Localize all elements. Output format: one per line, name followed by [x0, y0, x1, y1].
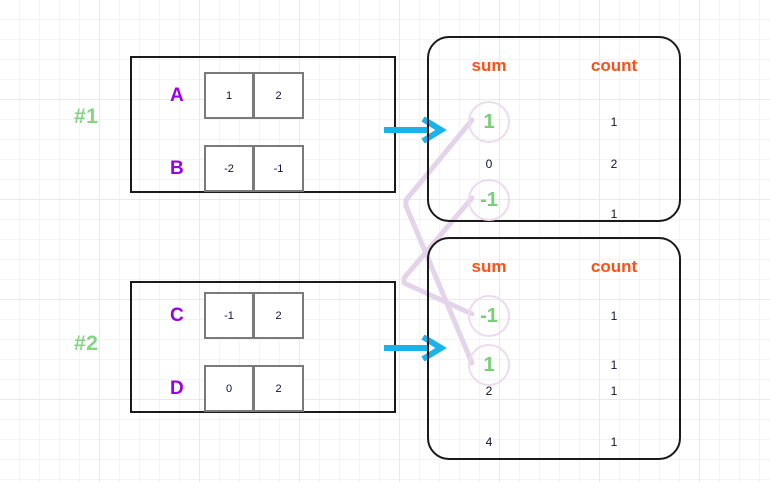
value-pair-c: -1 2 — [204, 292, 304, 339]
partition-box-1: A 1 2 B -2 -1 — [130, 56, 396, 193]
aggregation-table-2: sum count -1 1 1 1 2 1 4 1 — [427, 237, 681, 460]
count-value: 1 — [610, 207, 618, 221]
group-tag-partition-2: #2 — [74, 332, 99, 355]
table-row: 1 1 — [429, 101, 679, 143]
table-row: D 0 2 — [148, 365, 304, 412]
sum-value-highlighted: 1 — [429, 101, 549, 143]
count-value: 1 — [610, 115, 618, 129]
count-value: 1 — [610, 309, 618, 323]
highlight-bubble: 1 — [468, 101, 510, 143]
header-sum: sum — [471, 257, 507, 276]
sum-value-highlighted: -1 — [429, 179, 549, 221]
aggregation-table-1: sum count 1 1 0 2 -1 1 — [427, 36, 681, 222]
partition-box-2: C -1 2 D 0 2 — [130, 281, 396, 413]
cell-d-1: 2 — [254, 365, 304, 412]
table-row: B -2 -1 — [148, 145, 304, 192]
sum-value: 0 — [485, 157, 493, 171]
right-arrow-icon-2 — [383, 334, 447, 362]
table-row: 1 1 — [429, 344, 679, 386]
count-value: 1 — [610, 384, 618, 398]
table-row: 0 2 — [429, 157, 679, 171]
count-value: 1 — [610, 435, 618, 449]
highlight-bubble: 1 — [468, 344, 510, 386]
sum-value-highlighted: 1 — [429, 344, 549, 386]
agg-table-2-header: sum count — [429, 257, 679, 277]
row-label-a: A — [170, 84, 185, 106]
count-value: 2 — [610, 157, 618, 171]
sum-value-highlighted: -1 — [429, 295, 549, 337]
highlight-bubble: -1 — [468, 179, 510, 221]
sum-value: 2 — [485, 384, 493, 398]
value-pair-b: -2 -1 — [204, 145, 304, 192]
cell-d-0: 0 — [204, 365, 254, 412]
table-row: 4 1 — [429, 435, 679, 449]
agg-table-1-header: sum count — [429, 56, 679, 76]
cell-a-1: 2 — [254, 72, 304, 119]
table-row: 2 1 — [429, 384, 679, 398]
sum-value: 4 — [485, 435, 493, 449]
right-arrow-icon-1 — [383, 116, 447, 144]
table-row: C -1 2 — [148, 292, 304, 339]
header-sum: sum — [471, 56, 507, 75]
value-pair-d: 0 2 — [204, 365, 304, 412]
count-value: 1 — [610, 358, 618, 372]
row-label-d: D — [170, 377, 185, 399]
header-count: count — [590, 56, 638, 75]
table-row: -1 1 — [429, 295, 679, 337]
header-count: count — [590, 257, 638, 276]
cell-a-0: 1 — [204, 72, 254, 119]
value-pair-a: 1 2 — [204, 72, 304, 119]
row-label-c: C — [170, 304, 185, 326]
cell-b-1: -1 — [254, 145, 304, 192]
cell-c-1: 2 — [254, 292, 304, 339]
table-row: A 1 2 — [148, 72, 304, 119]
row-label-b: B — [170, 157, 185, 179]
cell-b-0: -2 — [204, 145, 254, 192]
highlight-bubble: -1 — [468, 295, 510, 337]
cell-c-0: -1 — [204, 292, 254, 339]
table-row: -1 1 — [429, 179, 679, 221]
group-tag-partition-1: #1 — [74, 105, 99, 128]
